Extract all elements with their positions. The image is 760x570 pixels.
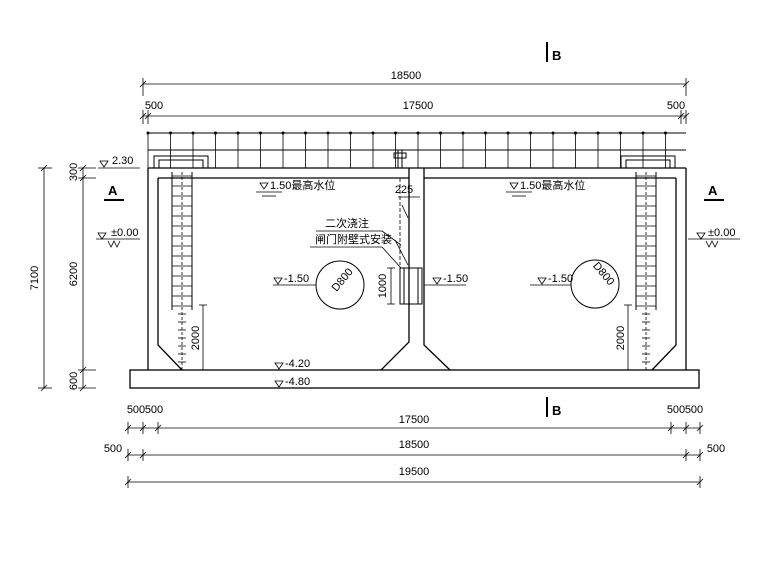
svg-text:D800: D800 [330, 266, 356, 294]
svg-text:18500: 18500 [399, 439, 430, 451]
ladder-dimension-left: 2000 [190, 304, 207, 371]
railing-post-cap [439, 131, 442, 135]
svg-text:500: 500 [145, 100, 163, 112]
ground-level-left: ±0.00 [96, 227, 140, 248]
center-gate-detail [393, 150, 423, 305]
pipe-elevation-left: -1.50 [273, 273, 316, 286]
construction-note: 二次浇注 闸门附壁式安装 [310, 216, 402, 269]
svg-text:2.30: 2.30 [112, 155, 133, 167]
section-mark-a-left: A [104, 183, 124, 201]
railing-post-cap [146, 131, 150, 135]
bottom-dimension-row-2: 500 18500 500 [104, 439, 725, 461]
svg-text:±0.00: ±0.00 [111, 227, 138, 239]
svg-text:2000: 2000 [190, 326, 202, 350]
railing-post-cap [596, 131, 600, 135]
railing-post-cap [304, 131, 307, 135]
railing-post-cap [529, 131, 532, 135]
bottom-dimension-row-1: 500 500 17500 500 500 [124, 404, 704, 434]
top-dimension-17500: 500 17500 500 [139, 100, 690, 124]
floor-elevation-bottom: -4.80 [272, 376, 310, 389]
svg-text:7100: 7100 [29, 266, 41, 290]
svg-text:1000: 1000 [377, 274, 389, 298]
railing-post-cap [574, 131, 577, 135]
svg-text:500: 500 [145, 404, 163, 416]
svg-text:2000: 2000 [615, 326, 627, 350]
svg-text:B: B [552, 48, 561, 63]
railing-post-cap [619, 131, 622, 135]
railing-post-cap [551, 131, 555, 135]
svg-text:17500: 17500 [399, 414, 430, 426]
railing-post-cap [349, 131, 352, 135]
max-water-level-left: 1.50最高水位 [256, 178, 335, 197]
section-mark-b-top: B [546, 42, 561, 63]
svg-text:500: 500 [127, 404, 145, 416]
svg-text:-1.50: -1.50 [548, 273, 573, 285]
bottom-dimension-row-3: 19500 [124, 466, 704, 488]
svg-text:闸门附壁式安装: 闸门附壁式安装 [315, 232, 392, 246]
svg-text:1.50最高水位: 1.50最高水位 [520, 178, 585, 192]
svg-text:二次浇注: 二次浇注 [325, 216, 369, 230]
svg-text:500: 500 [104, 443, 122, 455]
svg-text:1.50最高水位: 1.50最高水位 [270, 178, 335, 192]
ladder-dimension-right: 2000 [615, 304, 632, 371]
railing-post-cap [326, 131, 330, 135]
railing-post-cap [461, 131, 465, 135]
svg-text:A: A [708, 183, 718, 198]
pipe-opening-right: D800 [570, 259, 620, 309]
svg-text:500: 500 [707, 443, 725, 455]
section-mark-a-right: A [704, 183, 724, 201]
svg-text:±0.00: ±0.00 [708, 227, 735, 239]
svg-text:300: 300 [68, 163, 80, 181]
pipe-elevation-right: -1.50 [530, 273, 573, 286]
railing-post-cap [281, 131, 285, 135]
railing-post-cap [416, 131, 420, 135]
svg-text:225: 225 [395, 184, 413, 196]
svg-text:-1.50: -1.50 [284, 273, 309, 285]
left-height-dimensions: 7100 300 6200 600 [29, 163, 96, 392]
pipe-elevation-mid: -1.50 [424, 273, 468, 286]
railing-post-cap [506, 131, 510, 135]
section-mark-b-bottom: B [546, 397, 561, 418]
tank-structure [129, 155, 700, 389]
railing-post-cap [484, 131, 487, 135]
svg-text:D800: D800 [590, 260, 616, 288]
railing-post-cap [259, 131, 262, 135]
svg-text:500: 500 [685, 404, 703, 416]
svg-text:18500: 18500 [391, 70, 422, 82]
svg-text:-4.80: -4.80 [285, 376, 310, 388]
floor-elevation-inner: -4.20 [272, 358, 310, 371]
svg-text:-4.20: -4.20 [285, 358, 310, 370]
svg-text:500: 500 [667, 100, 685, 112]
pipe-opening-left: D800 [315, 260, 365, 310]
elevation-top-2-30: 2.30 [98, 155, 140, 169]
ground-level-right: ±0.00 [688, 227, 740, 248]
railing-post-cap [214, 131, 217, 135]
railing-post-cap [191, 131, 195, 135]
railing-post-cap [169, 131, 172, 135]
svg-text:A: A [108, 183, 118, 198]
ladder-right [635, 172, 657, 370]
top-dimension-18500: 18500 [139, 70, 690, 96]
railing-post-cap [394, 131, 397, 135]
svg-text:17500: 17500 [403, 100, 434, 112]
railing-post-cap [236, 131, 240, 135]
svg-text:500: 500 [667, 404, 685, 416]
max-water-level-right: 1.50最高水位 [506, 178, 585, 197]
railing-post-cap [371, 131, 375, 135]
ladder-left [171, 172, 193, 370]
gate-dimension-1000: 1000 [377, 267, 395, 305]
wall-dimension-225: 225 [395, 184, 420, 198]
svg-text:600: 600 [68, 372, 80, 390]
railing-post-cap [664, 131, 667, 135]
svg-text:-1.50: -1.50 [443, 273, 468, 285]
top-railing [146, 131, 686, 168]
svg-text:6200: 6200 [68, 262, 80, 286]
svg-text:19500: 19500 [399, 466, 430, 478]
svg-text:B: B [552, 403, 561, 418]
railing-post-cap [641, 131, 645, 135]
